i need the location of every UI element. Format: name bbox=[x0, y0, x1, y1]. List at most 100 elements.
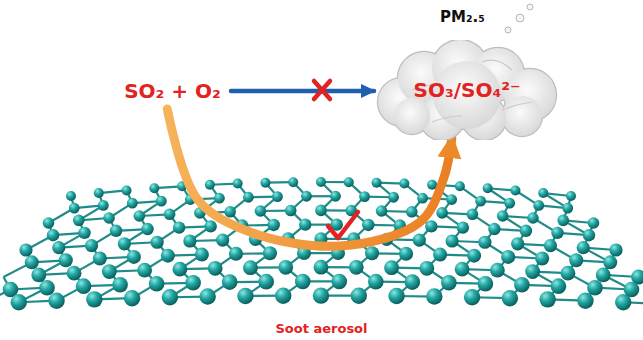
carbon-atom bbox=[214, 193, 225, 204]
cloud-puff bbox=[394, 98, 430, 134]
carbon-atom bbox=[204, 220, 216, 232]
carbon-atom bbox=[94, 188, 104, 198]
carbon-atom bbox=[359, 191, 370, 202]
carbon-atom bbox=[520, 225, 532, 237]
carbon-atom bbox=[263, 246, 277, 260]
carbon-atom bbox=[368, 274, 384, 290]
soot-label: Soot aerosol bbox=[269, 318, 374, 338]
carbon-atom bbox=[446, 194, 457, 205]
particle-bubble bbox=[505, 27, 511, 33]
carbon-atom bbox=[527, 212, 539, 224]
carbon-atom bbox=[315, 205, 327, 217]
carbon-atom bbox=[457, 221, 469, 233]
carbon-atom bbox=[533, 200, 544, 211]
carbon-atom bbox=[78, 227, 90, 239]
carbon-atom bbox=[243, 192, 254, 203]
carbon-atom bbox=[278, 260, 293, 275]
carbon-atom bbox=[86, 291, 102, 307]
carbon-atom bbox=[609, 243, 622, 256]
carbon-atom bbox=[102, 264, 117, 279]
carbon-atom bbox=[525, 264, 540, 279]
reactant-text: SO₂ + O₂ bbox=[120, 77, 225, 105]
carbon-atom bbox=[19, 243, 32, 256]
carbon-atom bbox=[43, 217, 55, 229]
carbon-atom bbox=[301, 191, 312, 202]
carbon-atom bbox=[577, 241, 590, 254]
carbon-atom bbox=[419, 261, 434, 276]
product-text: SO₃/SO₄²⁻ bbox=[414, 78, 521, 102]
carbon-atom bbox=[478, 236, 491, 249]
carbon-atom bbox=[504, 198, 515, 209]
carbon-atom bbox=[351, 288, 367, 304]
carbon-atom bbox=[260, 178, 270, 188]
cloud-puff bbox=[502, 96, 542, 136]
carbon-atom bbox=[66, 191, 76, 201]
carbon-atom bbox=[313, 287, 329, 303]
blocked-arrow bbox=[231, 89, 374, 94]
carbon-atom bbox=[446, 234, 459, 247]
carbon-atom bbox=[511, 237, 524, 250]
carbon-atom bbox=[224, 206, 236, 218]
carbon-atom bbox=[583, 229, 595, 241]
carbon-atom bbox=[208, 261, 223, 276]
carbon-atom bbox=[268, 219, 280, 231]
carbon-atom bbox=[285, 205, 297, 217]
carbon-atom bbox=[384, 260, 399, 275]
carbon-atom bbox=[455, 262, 470, 277]
carbon-atom bbox=[331, 274, 347, 290]
carbon-atom bbox=[544, 239, 557, 252]
carbon-atom bbox=[47, 229, 59, 241]
carbon-atom bbox=[417, 193, 428, 204]
carbon-atom bbox=[399, 179, 409, 189]
carbon-atom bbox=[561, 266, 576, 281]
cloud-texture bbox=[482, 60, 512, 70]
carbon-atom bbox=[67, 266, 82, 281]
carbon-atom bbox=[149, 276, 165, 292]
carbon-atom bbox=[349, 260, 364, 275]
carbon-atom bbox=[406, 206, 418, 218]
carbon-atom bbox=[399, 247, 413, 261]
carbon-atom bbox=[11, 294, 27, 310]
material-label: Soot aerosol bbox=[275, 321, 367, 336]
cloud-texture bbox=[502, 102, 532, 110]
carbon-atom bbox=[372, 178, 382, 188]
carbon-atom bbox=[122, 185, 132, 195]
carbon-atom bbox=[425, 220, 437, 232]
carbon-atom bbox=[69, 203, 80, 214]
check-mark bbox=[328, 212, 358, 238]
carbon-atom bbox=[388, 288, 404, 304]
carbon-atom bbox=[173, 221, 185, 233]
carbon-atom bbox=[539, 291, 555, 307]
carbon-atom bbox=[151, 236, 164, 249]
carbon-atom bbox=[376, 205, 388, 217]
carbon-atom bbox=[243, 260, 258, 275]
carbon-atom bbox=[156, 196, 167, 207]
carbon-atom bbox=[124, 290, 140, 306]
carbon-atom bbox=[562, 203, 573, 214]
carbon-atom bbox=[110, 225, 122, 237]
carbon-atom bbox=[483, 183, 493, 193]
carbon-atom bbox=[497, 210, 509, 222]
carbon-atom bbox=[569, 253, 583, 267]
carbon-atom bbox=[25, 255, 39, 269]
carbon-atom bbox=[195, 248, 209, 262]
carbon-atom bbox=[405, 274, 421, 290]
carbon-atom bbox=[134, 210, 146, 222]
cross-stroke bbox=[314, 81, 330, 99]
cloud-texture bbox=[432, 116, 462, 122]
carbon-atom bbox=[362, 219, 374, 231]
carbon-atom bbox=[436, 207, 448, 219]
carbon-atom bbox=[85, 239, 98, 252]
carbon-atom bbox=[314, 260, 329, 275]
carbon-atom bbox=[164, 208, 176, 220]
carbon-atom bbox=[433, 248, 447, 262]
carbon-atom bbox=[478, 276, 494, 292]
carbon-atom bbox=[501, 250, 515, 264]
carbon-atom bbox=[98, 200, 109, 211]
carbon-atom bbox=[577, 292, 593, 308]
carbon-atom bbox=[185, 275, 201, 291]
carbon-atom bbox=[316, 177, 326, 187]
carbon-atom bbox=[205, 180, 215, 190]
carbon-atom bbox=[365, 246, 379, 260]
